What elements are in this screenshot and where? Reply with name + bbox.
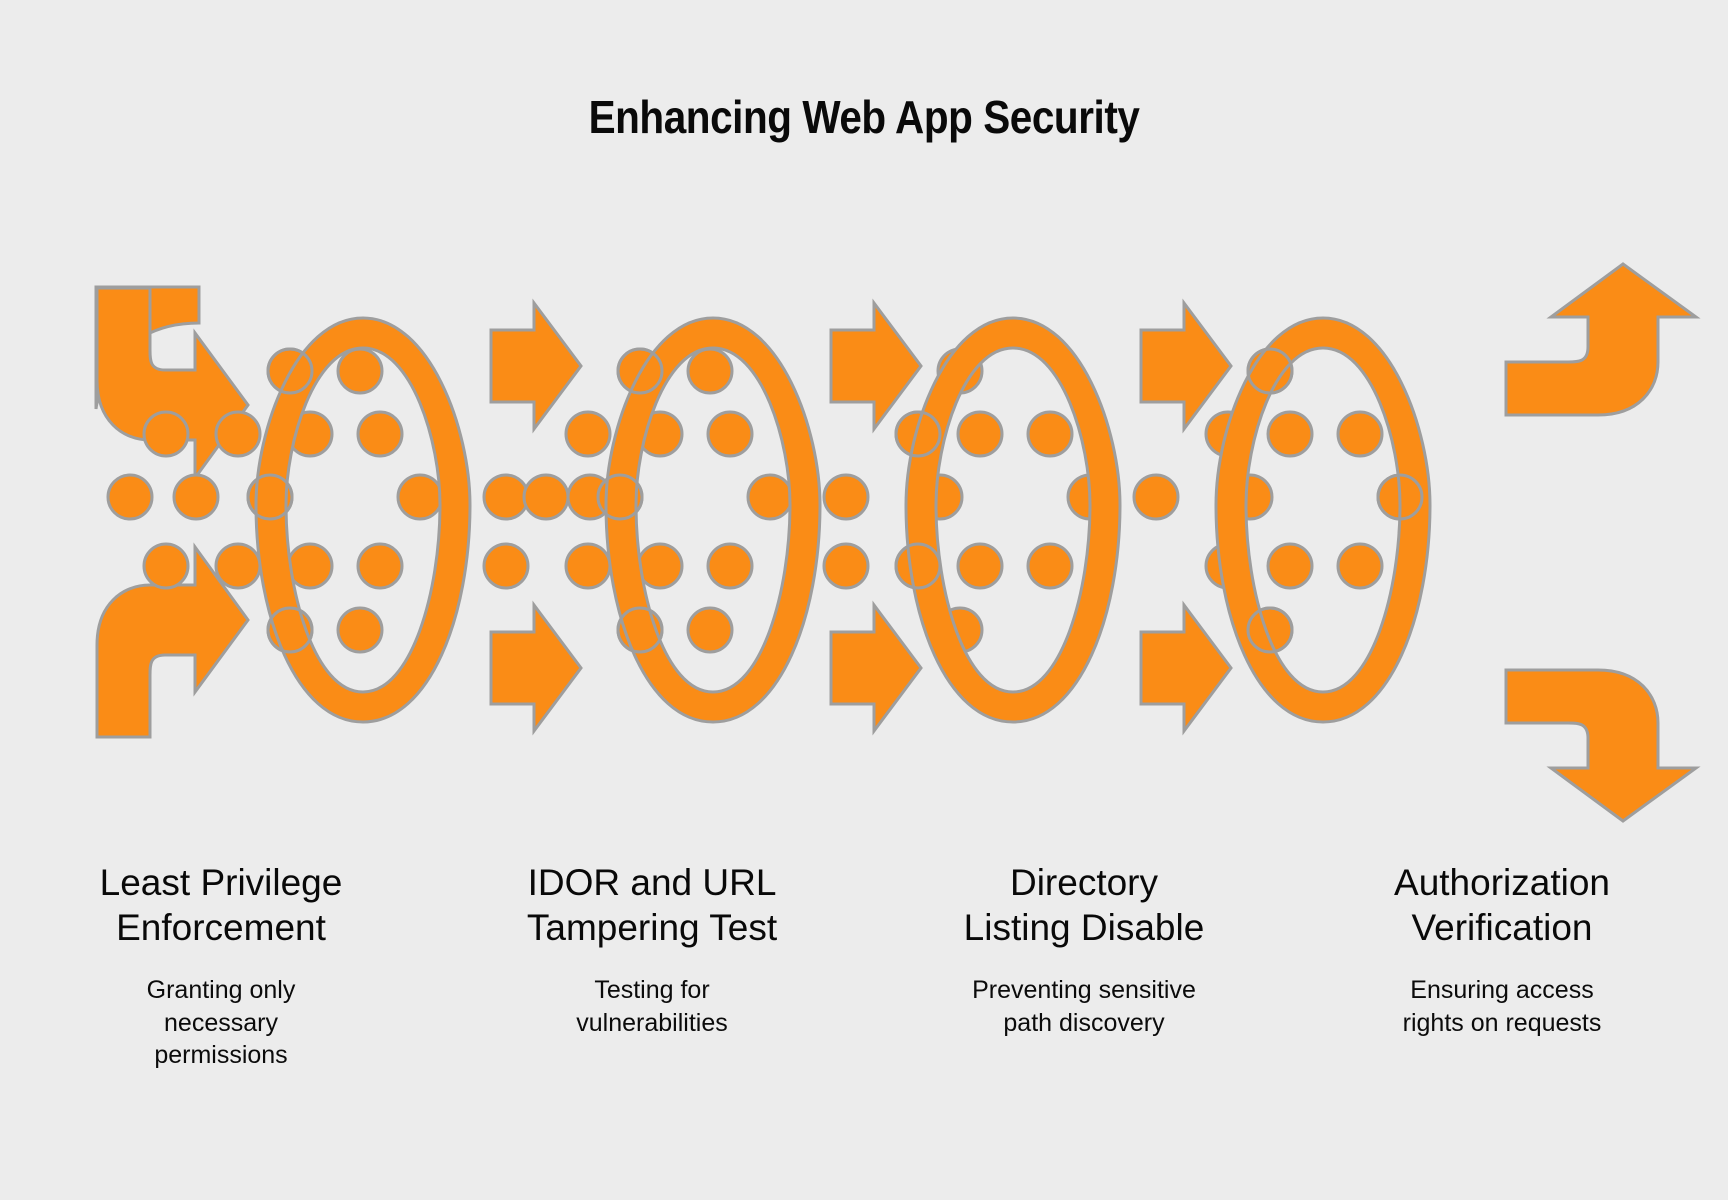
dot-grid-3 xyxy=(822,347,1114,654)
stage-column-1: Least Privilege Enforcement Granting onl… xyxy=(0,860,432,1140)
outbound-arrow-top-icon xyxy=(1504,262,1701,417)
connector-arrow-2-bottom xyxy=(829,600,923,736)
outbound-arrow-bottom-icon xyxy=(1504,668,1701,823)
page-title: Enhancing Web App Security xyxy=(588,91,1140,143)
stage-4-heading: Authorization Verification xyxy=(1394,862,1610,949)
connector-arrow-1-bottom xyxy=(489,600,583,736)
ring-4 xyxy=(1214,316,1432,724)
connector-arrow-2-top xyxy=(829,298,923,434)
connector-arrow-1-top xyxy=(489,298,583,434)
ring-2 xyxy=(604,316,822,724)
stage-4-subtext: Ensuring access rights on requests xyxy=(1402,976,1602,1037)
inbound-arrow-bottom-icon xyxy=(95,542,250,739)
stage-1-heading: Least Privilege Enforcement xyxy=(99,862,343,949)
stage-column-4: Authorization Verification Ensuring acce… xyxy=(1296,860,1728,1140)
dot-overlay-1 xyxy=(246,347,314,654)
ring-1 xyxy=(254,316,472,724)
connector-arrow-3-top xyxy=(1139,298,1233,434)
stage-column-3: Directory Listing Disable Preventing sen… xyxy=(864,860,1296,1140)
dot-overlay-2 xyxy=(596,347,664,654)
dot-overlay-4 xyxy=(1246,347,1424,654)
stage-2-heading: IDOR and URL Tampering Test xyxy=(526,862,778,949)
stage-2-subtext: Testing for vulnerabilities xyxy=(576,976,728,1037)
stage-3-subtext: Preventing sensitive path discovery xyxy=(972,976,1196,1037)
stage-3-heading: Directory Listing Disable xyxy=(963,862,1205,949)
stage-1-subtext: Granting only necessary permissions xyxy=(146,976,296,1070)
ring-3 xyxy=(904,316,1122,724)
process-flow-graphic xyxy=(94,262,1701,823)
stage-labels: Least Privilege Enforcement Granting onl… xyxy=(0,860,1728,1140)
stage-column-2: IDOR and URL Tampering Test Testing for … xyxy=(432,860,864,1140)
connector-arrow-3-bottom xyxy=(1139,600,1233,736)
dot-overlay-3 xyxy=(894,410,942,590)
